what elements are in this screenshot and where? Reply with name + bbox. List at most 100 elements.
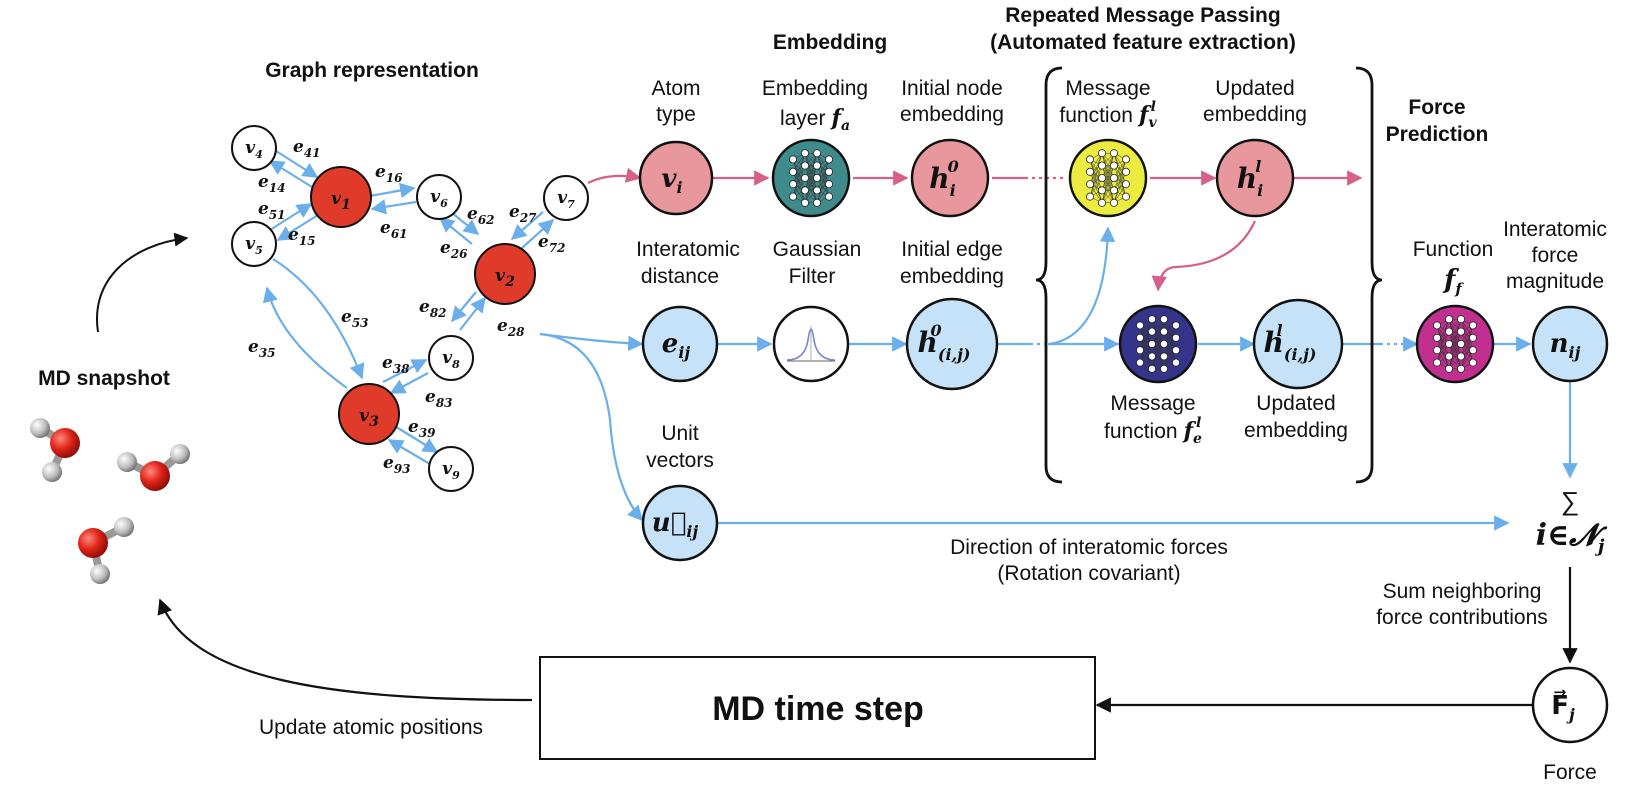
- flow-arrows: [157, 167, 1578, 713]
- svg-text:h(i,j)l: h(i,j)l: [1264, 321, 1317, 364]
- embedding-header: Embedding: [773, 31, 887, 54]
- unit-vectors-label-line2: vectors: [646, 449, 714, 472]
- force-magnitude-label-line1: Interatomic: [1503, 218, 1607, 241]
- updated-bottom-label-line1: Updated: [1256, 392, 1335, 415]
- sum-label-line1: Sum neighboring: [1383, 580, 1542, 603]
- graph-node-v9: v9: [428, 446, 474, 492]
- force-node: F⃗j: [1531, 666, 1609, 744]
- update-positions-label: Update atomic positions: [259, 716, 483, 739]
- gaussian-filter-label-line1: Gaussian: [773, 238, 862, 261]
- svg-text:v9: v9: [442, 459, 460, 482]
- atom-type-label-line2: type: [656, 103, 696, 126]
- svg-text:v1: v1: [331, 189, 351, 213]
- svg-text:v7: v7: [557, 188, 575, 211]
- edge-label-e72: e72: [538, 232, 566, 255]
- graph-node-v3: v3: [338, 383, 400, 445]
- nn-icons: [789, 149, 1478, 373]
- edge-label-e82: e82: [419, 297, 447, 320]
- svg-text:F⃗j: F⃗j: [1551, 689, 1575, 724]
- force-label: Force: [1543, 761, 1597, 784]
- md-snapshot-label: MD snapshot: [38, 367, 170, 390]
- edge-label-e41: e41: [293, 137, 321, 160]
- summation-symbol: ∑ i∈𝓝j: [1536, 486, 1609, 557]
- svg-text:u⃗ij: u⃗ij: [652, 508, 699, 541]
- updated-edge-embedding-node: h(i,j)l: [1252, 298, 1344, 390]
- graph-node-v4: v4: [231, 125, 277, 171]
- unit-vectors-label-line1: Unit: [661, 422, 699, 445]
- message-passing-header-line2: (Automated feature extraction): [990, 31, 1296, 54]
- function-f-label: Function: [1413, 238, 1494, 261]
- message-v-nn-icon: [1086, 149, 1131, 207]
- svg-text:i∈𝓝j: i∈𝓝j: [1536, 518, 1609, 557]
- initial-node-label-line2: embedding: [900, 103, 1004, 126]
- force-magnitude-node: nij: [1531, 305, 1609, 383]
- svg-text:v5: v5: [245, 234, 263, 257]
- interatomic-distance-label-line2: distance: [641, 265, 719, 288]
- graph-edge-labels: e41 e14 e51 e15 e16 e61 e62 e26 e27 e72 …: [248, 137, 566, 476]
- svg-text:∑: ∑: [1561, 486, 1580, 516]
- message-v-label-line1: Message: [1065, 77, 1150, 100]
- initial-edge-label-line1: Initial edge: [901, 238, 1003, 261]
- graph-representation-header: Graph representation: [265, 59, 479, 82]
- message-passing-header-line1: Repeated Message Passing: [1005, 4, 1280, 27]
- edge-label-e15: e15: [288, 225, 316, 248]
- initial-node-label-line1: Initial node: [901, 77, 1003, 100]
- direction-label-line1: Direction of interatomic forces: [950, 536, 1228, 559]
- graph-node-v8: v8: [428, 335, 474, 381]
- initial-node-embedding-node: hi0: [910, 138, 990, 218]
- force-magnitude-label-line2: force: [1532, 244, 1579, 267]
- force-magnitude-label-line3: magnitude: [1506, 270, 1604, 293]
- svg-text:h(i,j)0: h(i,j)0: [918, 321, 971, 364]
- unit-vectors-node: u⃗ij: [641, 484, 719, 562]
- message-e-label-line1: Message: [1110, 392, 1195, 415]
- interatomic-distance-node: eij: [641, 305, 719, 383]
- updated-top-label-line1: Updated: [1215, 77, 1294, 100]
- graph-node-v2: v2: [474, 243, 536, 305]
- updated-top-label-line2: embedding: [1203, 103, 1307, 126]
- svg-text:nij: nij: [1550, 329, 1581, 362]
- graph-nodes: v4 v5 v6 v7 v8 v9 v1 v2: [231, 125, 589, 492]
- edge-label-e28: e28: [497, 316, 525, 339]
- interatomic-distance-label-line1: Interatomic: [636, 238, 740, 261]
- md-time-step-box: [539, 656, 1096, 760]
- updated-bottom-label-line2: embedding: [1244, 419, 1348, 442]
- graph-node-v1: v1: [310, 166, 372, 228]
- function-f-symbol: ff: [1442, 265, 1464, 298]
- gaussian-filter-node: [772, 305, 850, 383]
- edge-label-e27: e27: [509, 202, 537, 225]
- right-brace: [1355, 66, 1383, 484]
- svg-text:v4: v4: [245, 138, 263, 161]
- message-e-nn-icon: [1136, 315, 1181, 373]
- edge-label-e62: e62: [467, 204, 495, 227]
- md-time-step-label: MD time step: [712, 690, 924, 728]
- edge-label-e51: e51: [258, 199, 286, 222]
- edge-label-e16: e16: [375, 162, 403, 185]
- graph-edges: [262, 150, 555, 465]
- force-prediction-header-line1: Force: [1408, 96, 1465, 119]
- edge-label-e26: e26: [440, 238, 468, 261]
- updated-node-embedding-node: hil: [1215, 138, 1295, 218]
- edge-label-e83: e83: [425, 387, 453, 410]
- svg-text:v6: v6: [430, 187, 448, 210]
- svg-text:eij: eij: [662, 329, 691, 362]
- sum-label-line2: force contributions: [1376, 606, 1548, 629]
- edge-label-e53: e53: [341, 307, 369, 330]
- gaussian-filter-label-line2: Filter: [789, 265, 836, 288]
- edge-label-e38: e38: [382, 353, 410, 376]
- edge-label-e61: e61: [380, 218, 408, 241]
- snapshot-to-graph-arrow: [95, 232, 189, 333]
- direction-label-line2: (Rotation covariant): [997, 562, 1180, 585]
- force-prediction-header-line2: Prediction: [1386, 123, 1489, 146]
- atom-type-node: vi: [638, 140, 714, 216]
- graph-node-v5: v5: [231, 221, 277, 267]
- function-f-nn-icon: [1433, 315, 1478, 373]
- left-brace: [1035, 66, 1063, 484]
- svg-text:vi: vi: [661, 164, 682, 197]
- svg-text:v2: v2: [495, 266, 515, 290]
- water-molecules: [30, 418, 190, 584]
- graph-node-v6: v6: [416, 174, 462, 220]
- edge-label-e35: e35: [248, 337, 276, 360]
